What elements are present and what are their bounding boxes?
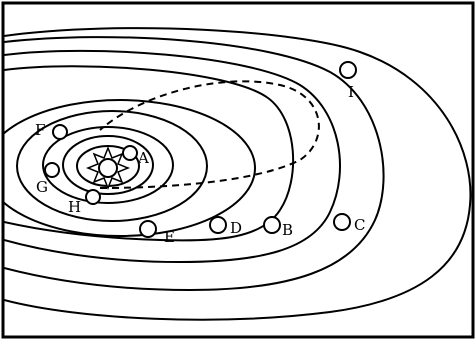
planet-g: G [36,162,60,196]
planet-label-d: D [230,219,242,237]
planet-h: H [68,189,101,216]
orbit-7 [4,49,341,264]
planet-label-h: H [68,198,81,216]
orbit-6 [4,65,295,242]
planet-label-i: I [348,83,354,101]
planet-i: I [339,61,357,101]
sun-icon [85,145,131,191]
orbit-3 [42,126,174,204]
planet-e: E [139,220,175,246]
planet-d: D [209,216,242,237]
planet-c: C [333,213,365,234]
planet-a: A [122,145,149,167]
planet-label-a: A [137,149,149,167]
planet-label-e: E [164,228,175,246]
planet-label-f: F [35,121,45,139]
planet-label-b: B [282,221,293,239]
orbit-4 [16,110,208,222]
orbit-2 [62,135,154,195]
planet-label-g: G [36,178,48,196]
planet-f: F [35,121,68,140]
planet-b: B [263,216,293,239]
dashed-orbit [99,80,320,189]
orbit-9 [4,27,472,321]
orbit-8 [4,36,385,292]
orbit-5 [4,99,256,237]
planet-label-c: C [354,216,365,234]
